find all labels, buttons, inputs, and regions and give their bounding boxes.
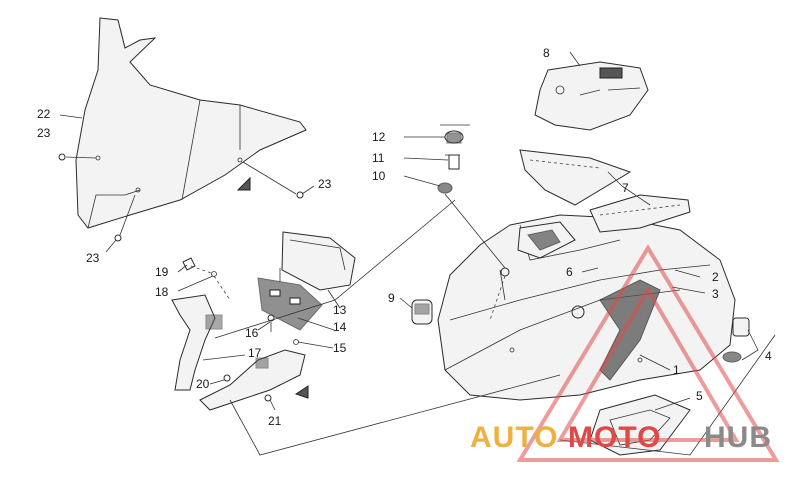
callout-7: 7 <box>622 181 629 195</box>
callout-3: 3 <box>712 287 719 301</box>
callout-23-bottom: 23 <box>86 251 100 265</box>
leader-lines <box>59 51 759 411</box>
callout-18: 18 <box>155 285 169 299</box>
callout-17: 17 <box>248 346 262 360</box>
screw-23-bottom <box>114 234 122 242</box>
callout-16: 16 <box>245 326 259 340</box>
watermark-text-auto: AUTO <box>470 421 558 454</box>
callout-22: 22 <box>37 107 51 121</box>
callout-23-left: 23 <box>37 126 51 140</box>
side-panels <box>519 149 691 233</box>
callout-15: 15 <box>333 341 347 355</box>
knob-part <box>411 299 433 325</box>
callout-11: 11 <box>372 151 385 165</box>
watermark-text-hub: HUB <box>704 421 772 454</box>
watermark-text-moto: MOTO <box>568 421 661 454</box>
callout-8: 8 <box>543 46 550 60</box>
callout-13: 13 <box>333 303 347 317</box>
hardware <box>182 257 299 402</box>
front-fairing <box>437 214 736 401</box>
cap-assembly <box>722 317 750 363</box>
screw-23-right <box>296 191 304 199</box>
screw-23-left <box>58 153 66 161</box>
callout-2: 2 <box>712 270 719 284</box>
callout-10: 10 <box>372 169 386 183</box>
callout-5: 5 <box>696 389 703 403</box>
callout-14: 14 <box>333 320 347 334</box>
top-cover <box>534 61 649 131</box>
callout-21: 21 <box>268 414 282 428</box>
callout-4: 4 <box>765 349 772 363</box>
instrument-cluster <box>257 231 356 331</box>
mounting-bracket <box>171 294 309 411</box>
watermark-logo: AUTO MOTO HUB <box>470 244 780 462</box>
callout-19: 19 <box>155 265 169 279</box>
windshield <box>58 17 307 242</box>
fairing-vents <box>517 221 576 259</box>
callout-6: 6 <box>566 265 573 279</box>
callout-20: 20 <box>196 377 210 391</box>
callout-12: 12 <box>372 130 386 144</box>
callout-9: 9 <box>388 291 395 305</box>
callout-23-right: 23 <box>318 177 332 191</box>
callout-1: 1 <box>673 363 680 377</box>
callout-labels: 1 2 3 4 5 6 7 8 9 10 11 12 13 14 15 16 1… <box>37 46 772 428</box>
